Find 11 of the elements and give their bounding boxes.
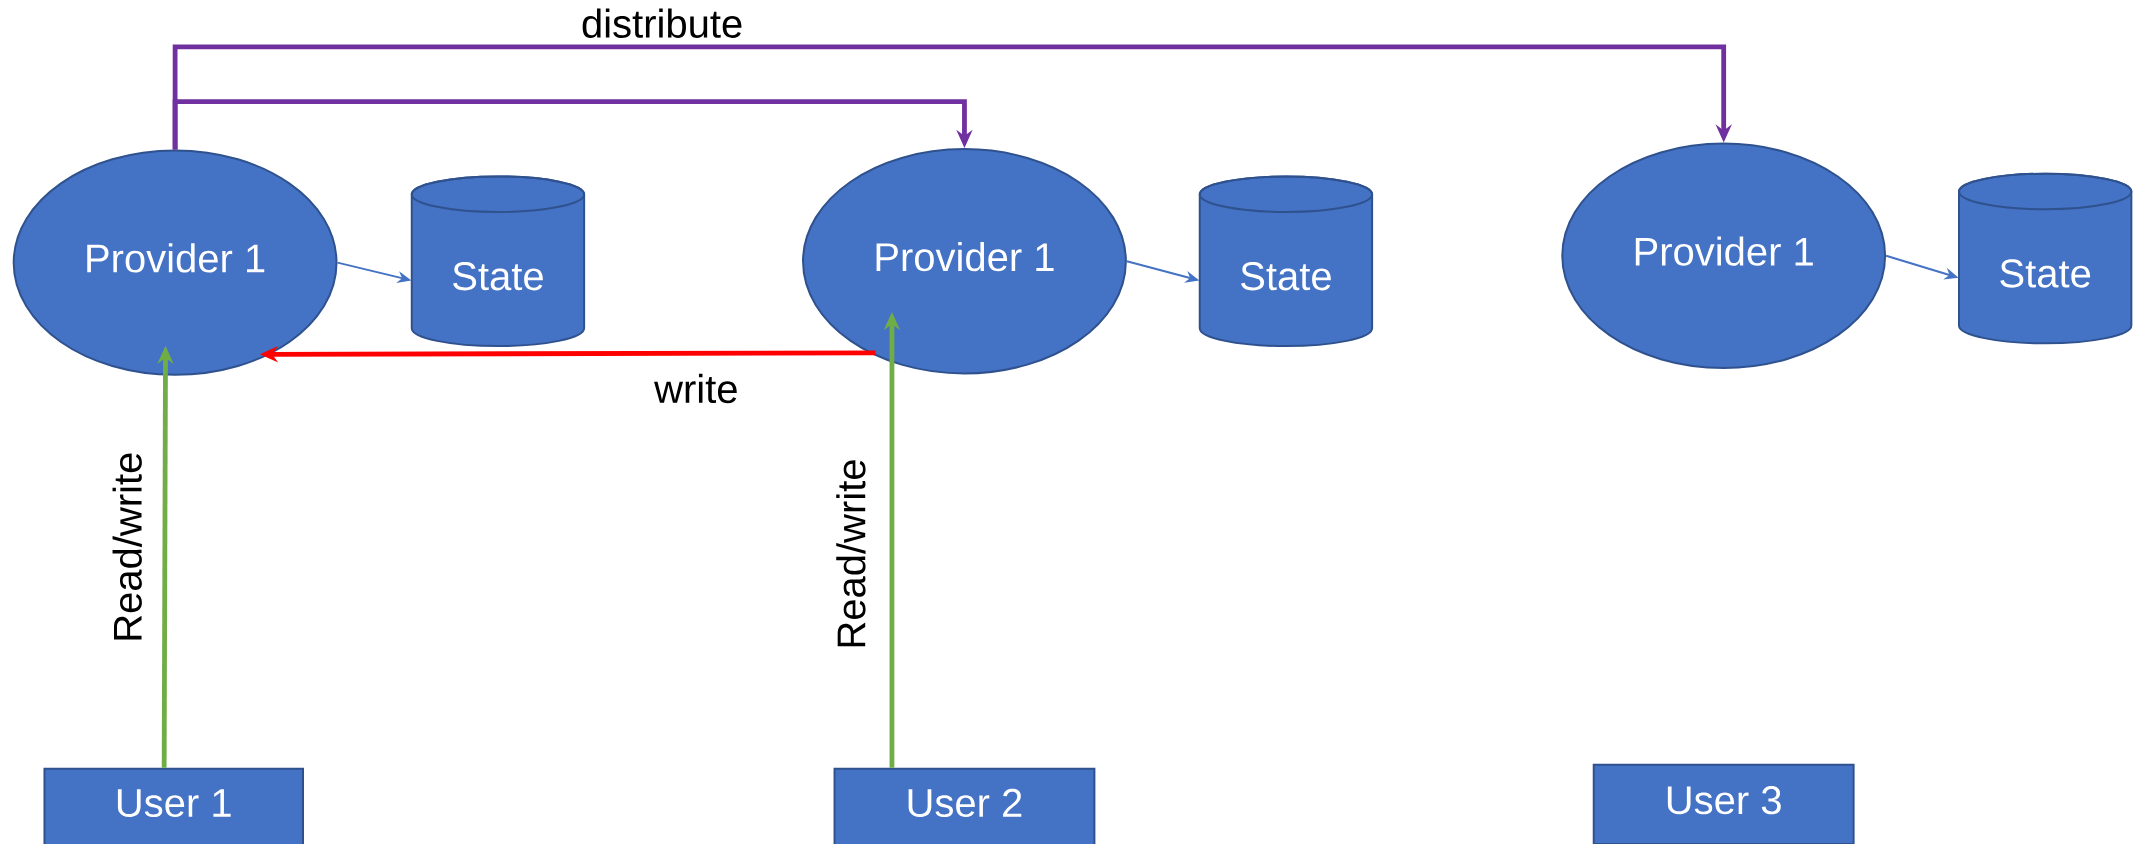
state-cylinder: State (410, 175, 586, 348)
state-cylinder: State (1198, 175, 1374, 348)
user-box: User 2 (833, 767, 1096, 844)
state-cylinder: State (1958, 172, 2133, 345)
edge-label: write (654, 373, 737, 404)
arrow (172, 44, 1732, 150)
edge-label: Read/write (836, 460, 866, 647)
edge-label: distribute (582, 8, 742, 38)
user-box: User 1 (43, 767, 304, 844)
edge-label: Read/write (112, 453, 142, 640)
user-box: User 3 (1592, 763, 1855, 844)
